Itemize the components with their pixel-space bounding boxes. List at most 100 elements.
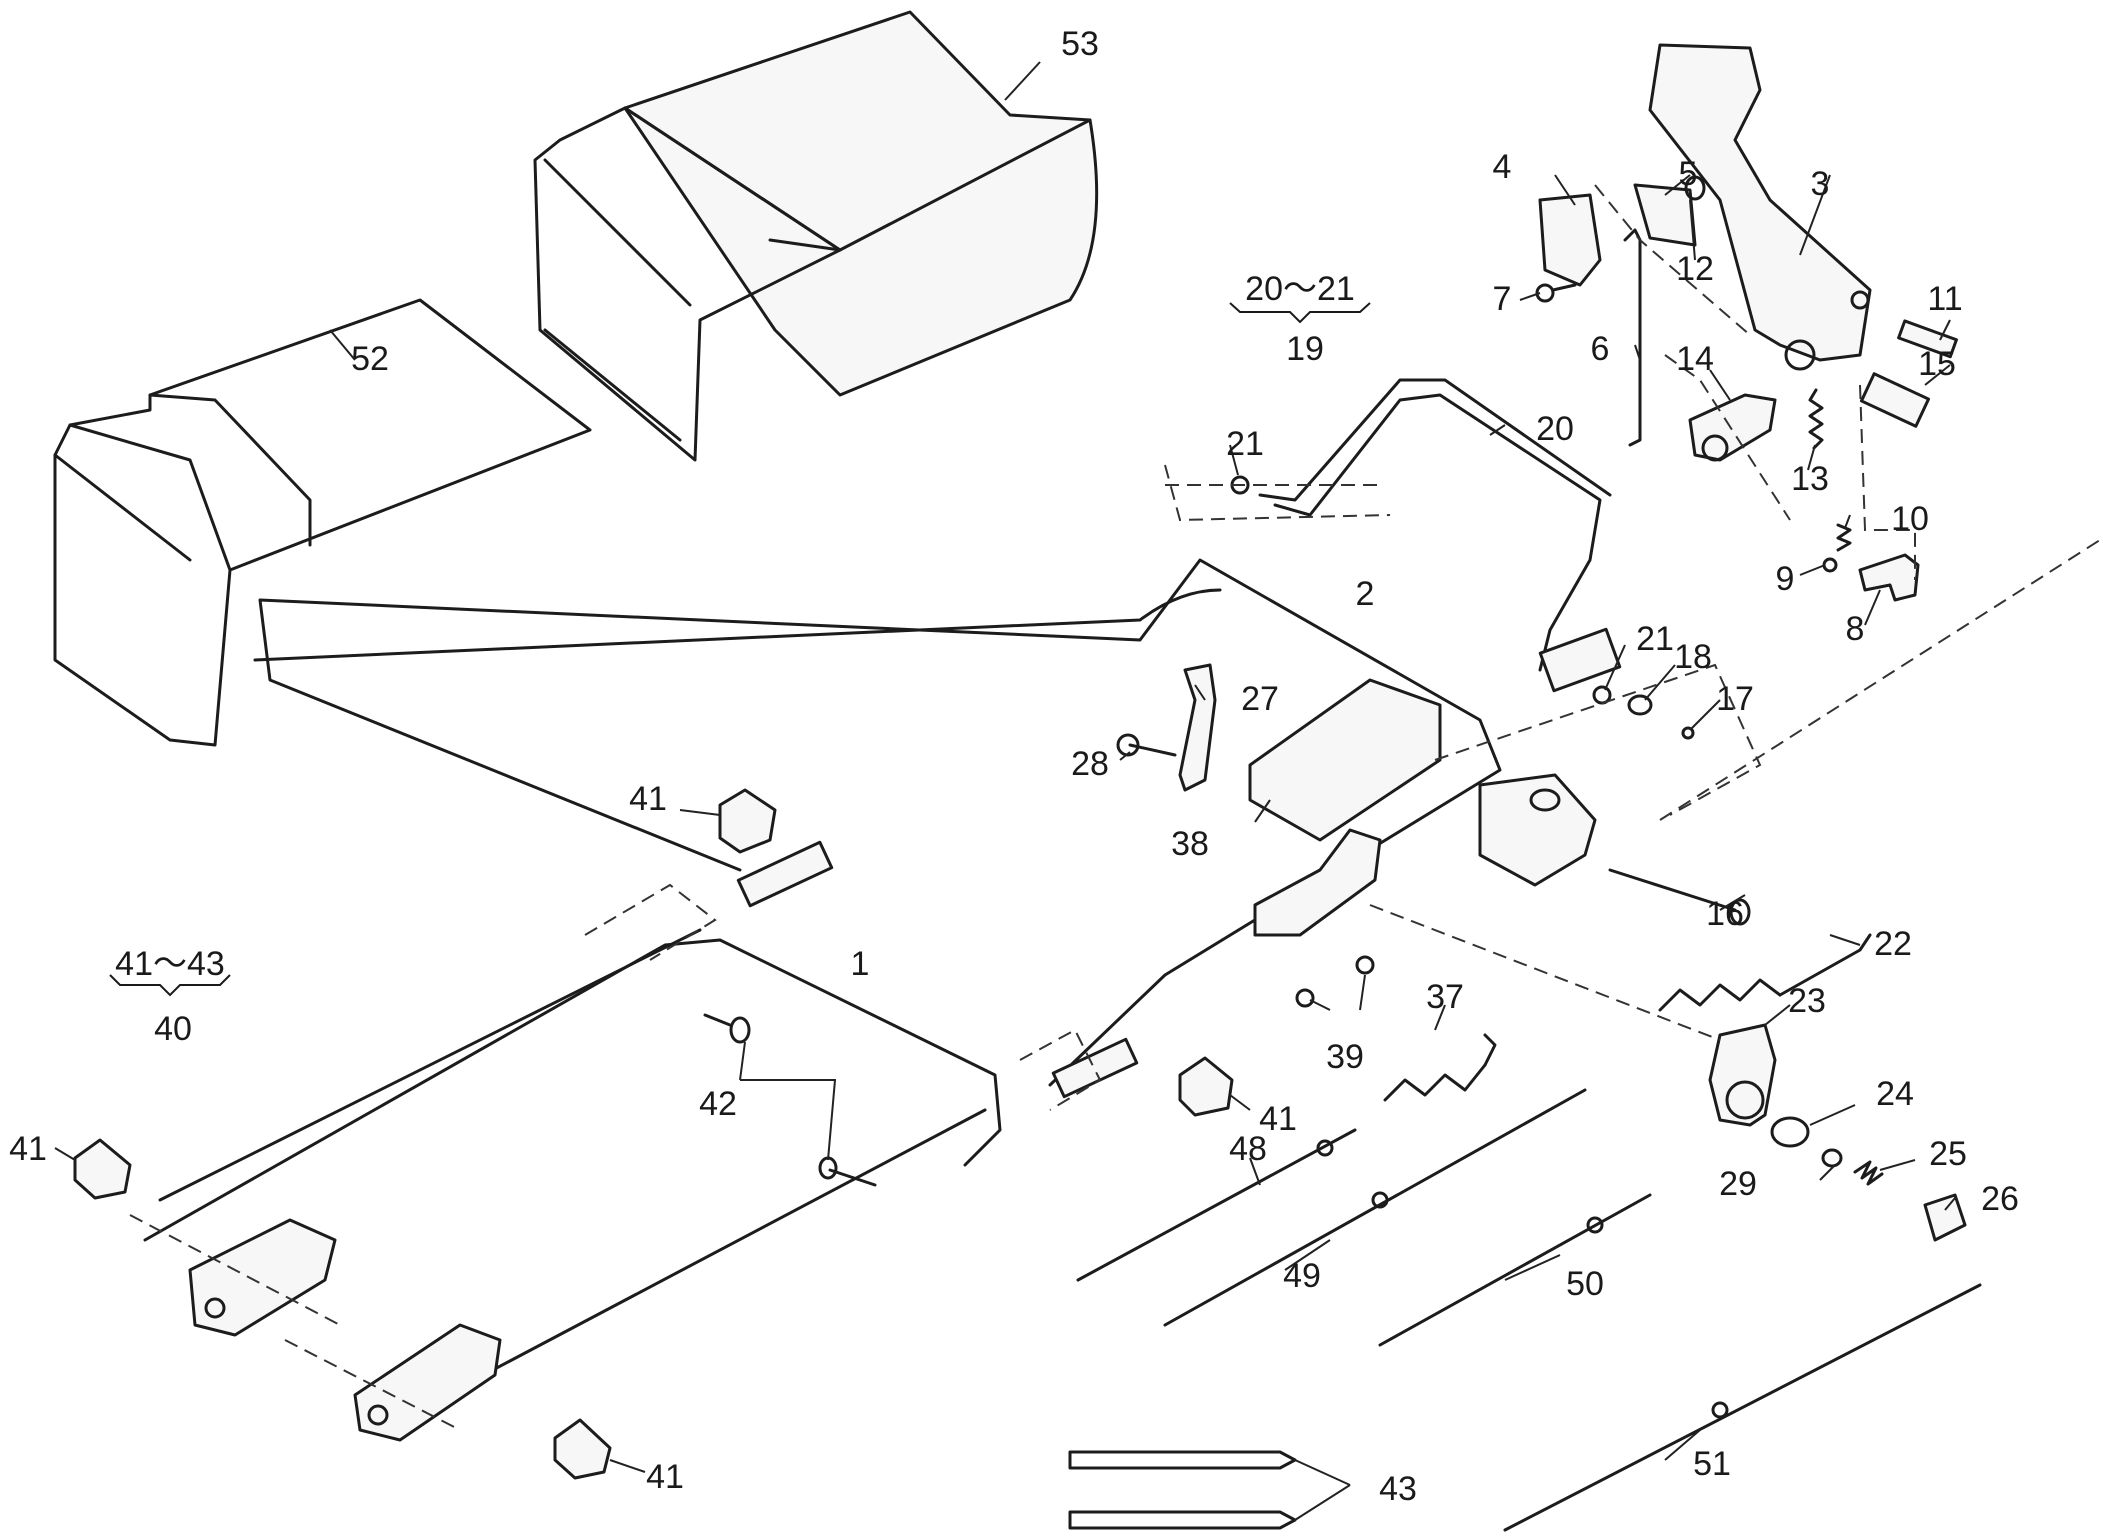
spring-13 [1808,388,1824,450]
callout-18: 18 [1674,638,1712,676]
callout-5: 5 [1679,155,1698,193]
leader-lines [54,61,1956,1521]
callout-41d: 41 [646,1458,684,1496]
callout-21a: 21 [1226,425,1264,463]
group-label-19: 20～21 19 [1245,270,1355,368]
grass-bag-frame [533,106,842,462]
bolt-16 [1608,868,1751,926]
lower-handle-1 [143,928,1002,1392]
callout-11: 11 [1927,280,1962,318]
group-assembly-19: 19 [1286,330,1324,368]
cable-49 [1163,1088,1587,1327]
callout-41b: 41 [1259,1100,1297,1138]
callout-6: 6 [1591,330,1610,368]
upper-handle-2 [253,558,1502,1099]
callout-25: 25 [1929,1135,1967,1173]
collar-15 [1859,372,1931,428]
grass-bag-53 [623,10,1099,397]
callout-13: 13 [1791,460,1829,498]
group-brace-40 [109,974,231,997]
lever-8 [1858,553,1920,602]
plate-4 [1538,193,1602,287]
callout-22: 22 [1874,925,1912,963]
group-assembly-40: 40 [154,1010,192,1048]
clip-17 [1681,726,1695,740]
screws-39 [1295,955,1375,1008]
callout-2: 2 [1356,575,1375,613]
group-brace-19 [1229,302,1371,324]
callout-41a: 41 [629,780,667,818]
callout-42: 42 [699,1085,737,1123]
control-cover-38 [1248,678,1442,842]
group-range-40: 41～43 [115,945,225,983]
cable-48 [1076,1128,1357,1282]
guide-lines [129,184,2101,1431]
bracket-3 [1648,43,1872,371]
callout-51: 51 [1693,1445,1731,1483]
spring-22 [1658,933,1872,1012]
bolt-26 [1923,1193,1967,1242]
callout-1: 1 [851,945,870,983]
knob-41-top [718,788,777,854]
callout-16: 16 [1706,895,1744,933]
callout-9: 9 [1776,560,1795,598]
lower-bracket-right [353,1323,502,1442]
callout-43: 43 [1379,1470,1417,1508]
callout-53: 53 [1061,25,1099,63]
pivot-bracket [1478,773,1597,887]
pin-11 [1897,319,1958,359]
knob-41-left [73,1138,132,1200]
group-range-19: 20～21 [1245,270,1355,308]
knob-41-mid [1178,1056,1234,1117]
spring-10 [1836,523,1852,552]
callout-24: 24 [1876,1075,1914,1113]
callout-52: 52 [351,340,389,378]
plate-5 [1633,183,1697,247]
callout-4: 4 [1493,148,1512,186]
washer-18 [1627,694,1653,716]
callout-23: 23 [1788,982,1826,1020]
spring-25 [1853,1160,1884,1186]
callout-28: 28 [1071,745,1109,783]
callout-50: 50 [1566,1265,1604,1303]
bag-frame-52 [53,298,592,747]
spring-37 [1383,1033,1497,1102]
callout-15: 15 [1918,345,1956,383]
callout-41c: 41 [9,1130,47,1168]
washer-12 [1684,175,1706,201]
nut-9 [1822,557,1838,573]
cable-51 [1503,1283,1982,1532]
callout-26: 26 [1981,1180,2019,1218]
callout-39: 39 [1326,1038,1364,1076]
cable-50 [1378,1193,1652,1347]
callout-38: 38 [1171,825,1209,863]
bolt-28 [1116,733,1177,757]
callout-14: 14 [1676,340,1714,378]
callout-10: 10 [1891,500,1929,538]
lower-bracket-left [188,1218,337,1337]
callout-17: 17 [1716,680,1754,718]
callout-29: 29 [1719,1165,1757,1203]
link-14 [1688,393,1777,462]
callout-7: 7 [1493,280,1512,318]
callout-49: 49 [1283,1257,1321,1295]
rod-6 [1623,228,1642,447]
callout-37: 37 [1426,978,1464,1016]
callout-21b: 21 [1636,620,1674,658]
washer-29 [1821,1148,1843,1168]
washer-24 [1770,1116,1810,1148]
callout-3: 3 [1811,165,1830,203]
bolt-42 [703,1013,877,1187]
knob-41-bottom [553,1418,612,1480]
callout-27: 27 [1241,680,1279,718]
callout-8: 8 [1846,610,1865,648]
lever-23 [1708,1023,1777,1127]
bail-lever-20 [1258,378,1622,693]
callout-48: 48 [1229,1130,1267,1168]
screw-7 [1535,283,1577,303]
callout-12: 12 [1676,250,1714,288]
callout-20: 20 [1536,410,1574,448]
bracket-lower-center [1253,828,1382,937]
